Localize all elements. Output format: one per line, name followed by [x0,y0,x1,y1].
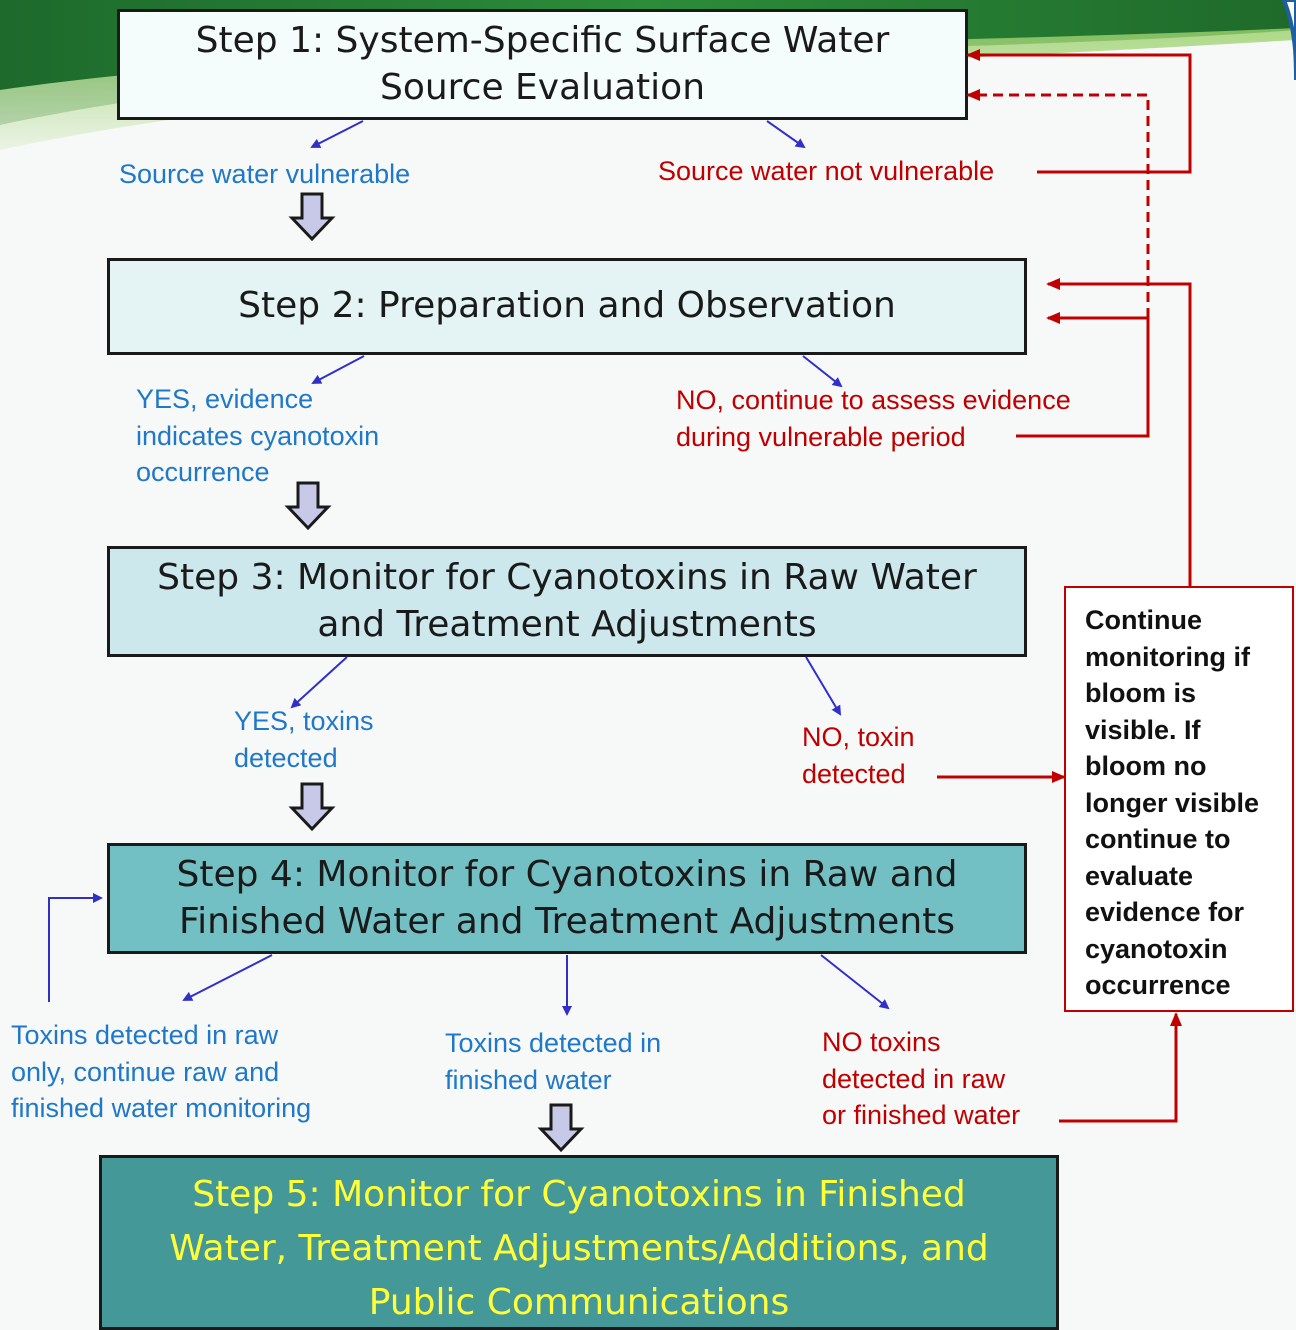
step-2-line-1: Step 2: Preparation and Observation [238,285,896,327]
label-no-toxin-detected: NO, toxin detected [802,719,915,792]
label-source-not-vulnerable: Source water not vulnerable [658,156,995,186]
label-yes-toxins-line-2: detected [234,742,338,773]
label-no-continue-line-2: during vulnerable period [676,421,966,452]
step-4-box: Step 4: Monitor for Cyanotoxins in Raw a… [107,843,1027,954]
step-2-box: Step 2: Preparation and Observation [107,258,1027,355]
label-no-toxins-line-3: or finished water [822,1100,1021,1130]
step-4-line-2: Finished Water and Treatment Adjustments [178,900,956,942]
label-yes-evidence-line-1: YES, evidence [136,384,314,414]
label-yes-evidence-line-2: indicates cyanotoxin [136,420,380,451]
step-5-box: Step 5: Monitor for Cyanotoxins in Finis… [99,1155,1059,1330]
label-no-continue-line-1: NO, continue to assess evidence [676,385,1071,415]
step-3-line-1: Step 3: Monitor for Cyanotoxins in Raw W… [157,556,977,598]
step-3-line-2: and Treatment Adjustments [317,603,817,645]
label-no-toxins-line-2: detected in raw [822,1063,1006,1094]
label-no-continue-assess: NO, continue to assess evidence during v… [676,382,1071,455]
step-1-line-1: Step 1: System-Specific Surface Water [195,19,890,61]
continue-monitoring-note: Continue monitoring if bloom is visible.… [1064,586,1294,1012]
label-yes-toxins-detected: YES, toxins detected [234,703,374,776]
label-finished-line-1: Toxins detected in [445,1028,662,1058]
label-yes-toxins-line-1: YES, toxins [234,706,374,736]
step-5-line-1: Step 5: Monitor for Cyanotoxins in Finis… [192,1174,966,1215]
label-source-vulnerable: Source water vulnerable [119,159,411,189]
label-no-toxin-line-1: NO, toxin [802,722,915,752]
step-3-box: Step 3: Monitor for Cyanotoxins in Raw W… [107,546,1027,657]
label-finished-line-2: finished water [445,1064,612,1095]
step-5-line-3: Public Communications [368,1282,790,1323]
step-4-line-1: Step 4: Monitor for Cyanotoxins in Raw a… [176,853,958,895]
label-no-toxins-line-1: NO toxins [822,1027,941,1057]
step-1-box: Step 1: System-Specific Surface Water So… [117,9,968,120]
label-yes-evidence: YES, evidence indicates cyanotoxin occur… [136,381,379,491]
label-no-toxins-raw-finished: NO toxins detected in raw or finished wa… [822,1024,1020,1134]
label-finished-detected: Toxins detected in finished water [445,1025,661,1098]
label-raw-only-line-3: finished water monitoring [11,1093,312,1123]
label-raw-only-line-1: Toxins detected in raw [11,1020,279,1050]
label-yes-evidence-line-3: occurrence [136,457,270,487]
label-raw-only-line-2: only, continue raw and [11,1056,280,1087]
step-5-line-2: Water, Treatment Adjustments/Additions, … [169,1228,989,1269]
step-1-line-2: Source Evaluation [379,66,706,108]
label-raw-only: Toxins detected in raw only, continue ra… [11,1017,311,1127]
label-no-toxin-line-2: detected [802,758,906,789]
